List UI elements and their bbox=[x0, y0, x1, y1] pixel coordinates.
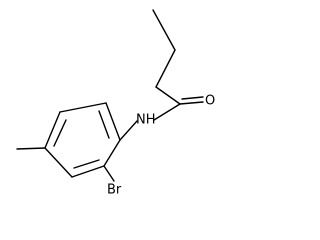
ring-bond-c5-c6 bbox=[71, 165, 105, 178]
amide-nitrogen-label: NH bbox=[136, 113, 156, 128]
chemical-structure-diagram: O NH Br bbox=[16, 9, 215, 198]
bond-propyl-alpha bbox=[155, 49, 176, 88]
bond-ring-bromine bbox=[103, 165, 115, 182]
bond-alpha-carbonyl bbox=[155, 86, 181, 105]
ring-bond-c2-c3 bbox=[59, 102, 107, 113]
bond-carbonyl-nitrogen bbox=[153, 103, 181, 121]
ring-inner-double-bond-c bbox=[73, 159, 100, 169]
ring-inner-double-bond-b bbox=[53, 119, 67, 147]
bond-ethyl-terminal bbox=[152, 9, 176, 51]
bromine-atom-label: Br bbox=[107, 183, 122, 198]
ring-bond-c6-c1 bbox=[103, 139, 121, 167]
ring-inner-double-bond-a bbox=[98, 110, 110, 139]
ring-bond-c3-c4 bbox=[44, 111, 61, 149]
bond-carbonyl-double-inner bbox=[181, 96, 204, 100]
oxygen-atom-label: O bbox=[205, 94, 215, 109]
ring-bond-c4-c5 bbox=[44, 147, 73, 178]
ring-bond-c1-c2 bbox=[105, 102, 121, 141]
bond-nitrogen-ring bbox=[119, 120, 138, 141]
bond-carbonyl-double-outer bbox=[179, 101, 204, 105]
bond-ring-methyl bbox=[16, 147, 46, 150]
